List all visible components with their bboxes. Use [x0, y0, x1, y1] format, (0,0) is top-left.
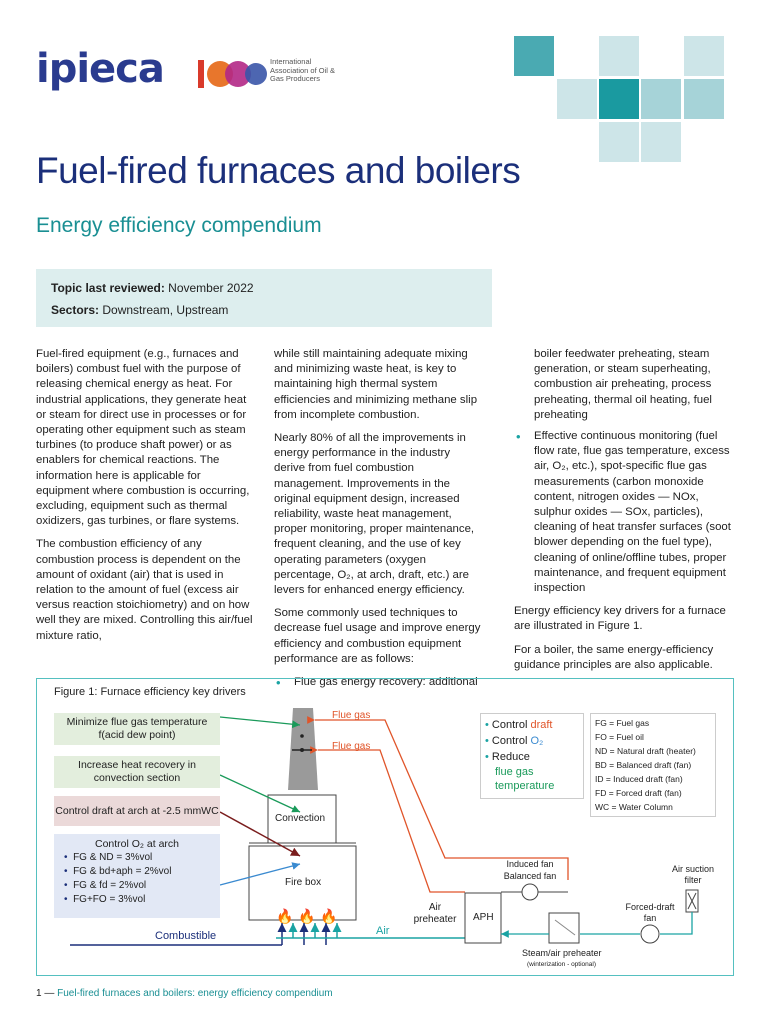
driver-o2-box: Control O₂ at arch • FG & ND = 3%vol • F…	[54, 834, 220, 918]
deco-square	[684, 36, 724, 76]
driver-draft-box: Control draft at arch at -2.5 mmWC	[54, 796, 220, 826]
firebox-box	[248, 845, 357, 921]
aph-label: APH	[473, 912, 494, 923]
driver-text: Minimize flue gas temperature f(acid dew…	[66, 716, 208, 741]
technique-list: Flue gas energy recovery: additional	[274, 675, 484, 690]
reviewed-value: November 2022	[168, 281, 254, 295]
legend-item: • Control draft	[485, 719, 553, 731]
paragraph: Energy efficiency key drivers for a furn…	[514, 605, 726, 633]
driver-heat-recovery-box: Increase heat recovery in convection sec…	[54, 756, 220, 788]
o2-item: • FG & fd = 2%vol	[64, 880, 147, 891]
firebox-label: Fire box	[285, 877, 322, 888]
iogp-name: International Association of Oil & Gas P…	[270, 57, 336, 83]
page-subtitle: Energy efficiency compendium	[36, 214, 322, 237]
deco-square	[641, 79, 681, 119]
driver-text: Control draft at arch at -2.5 mmWC	[55, 804, 219, 817]
abbrev-item: FG = Fuel gas	[595, 718, 650, 728]
list-item: Effective continuous monitoring (fuel fl…	[516, 429, 732, 596]
steam-aph-box	[548, 912, 580, 944]
column-3: boiler feedwater preheating, steam gener…	[514, 347, 732, 681]
reviewed-label: Topic last reviewed:	[51, 281, 165, 295]
steam-aph-note: (winterization - optional)	[527, 961, 597, 968]
flue-gas-label: Flue gas	[332, 741, 371, 752]
air-suction-label: Air suction filter	[671, 864, 715, 885]
sectors-value: Downstream, Upstream	[102, 303, 229, 317]
footer-dash: —	[44, 988, 55, 999]
flame-icon: 🔥	[298, 908, 315, 925]
deco-square	[684, 79, 724, 119]
deco-square	[514, 36, 554, 76]
paragraph: Nearly 80% of all the improvements in en…	[274, 432, 475, 597]
abbrev-item: WC = Water Column	[595, 802, 673, 812]
induced-fan-icon	[521, 883, 539, 901]
abbrev-item: ID = Induced draft (fan)	[595, 774, 683, 784]
convection-label: Convection	[275, 813, 326, 824]
aph-box	[464, 892, 502, 944]
deco-square	[641, 122, 681, 162]
flame-icon: 🔥	[320, 908, 337, 925]
topic-info-box: Topic last reviewed: November 2022 Secto…	[36, 269, 492, 327]
flue-gas-label: Flue gas	[332, 710, 371, 721]
paragraph: The combustion efficiency of any combust…	[36, 538, 253, 642]
paragraph: Some commonly used techniques to decreas…	[274, 607, 481, 665]
figure-caption: Figure 1: Furnace efficiency key drivers	[54, 686, 246, 698]
abbrev-item: FO = Fuel oil	[595, 732, 644, 742]
o2-item: • FG & bd+aph = 2%vol	[64, 866, 172, 877]
driver-text: Increase heat recovery in convection sec…	[78, 759, 196, 784]
o2-item: • FG & ND = 3%vol	[64, 852, 153, 863]
figure-frame	[36, 678, 734, 976]
deco-square	[599, 122, 639, 162]
ipieca-logo: ipieca	[36, 46, 165, 92]
flame-icon: 🔥	[276, 908, 293, 925]
deco-square	[557, 79, 597, 119]
page-number: 1	[36, 988, 42, 999]
column-1: Fuel-fired equipment (e.g., furnaces and…	[36, 347, 254, 652]
paragraph: For a boiler, the same energy-efficiency…	[514, 643, 714, 671]
list-item: Flue gas energy recovery: additional	[276, 675, 484, 690]
air-label: Air	[376, 925, 390, 937]
induced-fan-label: Induced fan Balanced fan	[503, 859, 557, 881]
paragraph: Fuel-fired equipment (e.g., furnaces and…	[36, 348, 250, 528]
sectors-row: Sectors: Downstream, Upstream	[51, 303, 228, 317]
column-2: while still maintaining adequate mixing …	[274, 347, 484, 690]
list-continuation: boiler feedwater preheating, steam gener…	[534, 348, 712, 421]
page-title: Fuel-fired furnaces and boilers	[36, 150, 521, 191]
page-footer: 1 — Fuel-fired furnaces and boilers: ene…	[36, 988, 333, 999]
driver-text: Control O₂ at arch	[94, 838, 180, 850]
air-preheater-label: Air preheater	[413, 902, 457, 925]
legend-item: • Control O₂	[485, 735, 544, 747]
sectors-label: Sectors:	[51, 303, 100, 317]
forced-fan-label: Forced-draft fan	[625, 902, 675, 923]
deco-square	[599, 36, 639, 76]
abbrev-item: ND = Natural draft (heater)	[595, 746, 696, 756]
o2-list: • FG & ND = 3%vol • FG & bd+aph = 2%vol …	[54, 851, 220, 907]
iogp-logo-icon	[198, 60, 267, 88]
reviewed-row: Topic last reviewed: November 2022	[51, 281, 254, 295]
forced-fan-icon	[640, 924, 660, 944]
o2-item: • FG+FO = 3%vol	[64, 894, 146, 905]
abbrev-item: BD = Balanced draft (fan)	[595, 760, 692, 770]
abbreviation-legend: FG = Fuel gas FO = Fuel oil ND = Natural…	[590, 713, 716, 817]
combustible-label: Combustible	[155, 930, 217, 942]
deco-square	[599, 79, 639, 119]
steam-aph-label: Steam/air preheater	[522, 948, 602, 958]
driver-flue-temp-box: Minimize flue gas temperature f(acid dew…	[54, 713, 220, 745]
technique-list: Effective continuous monitoring (fuel fl…	[514, 429, 732, 596]
footer-text: Fuel-fired furnaces and boilers: energy …	[57, 988, 333, 999]
abbrev-item: FD = Forced draft (fan)	[595, 788, 682, 798]
paragraph: while still maintaining adequate mixing …	[274, 348, 478, 421]
